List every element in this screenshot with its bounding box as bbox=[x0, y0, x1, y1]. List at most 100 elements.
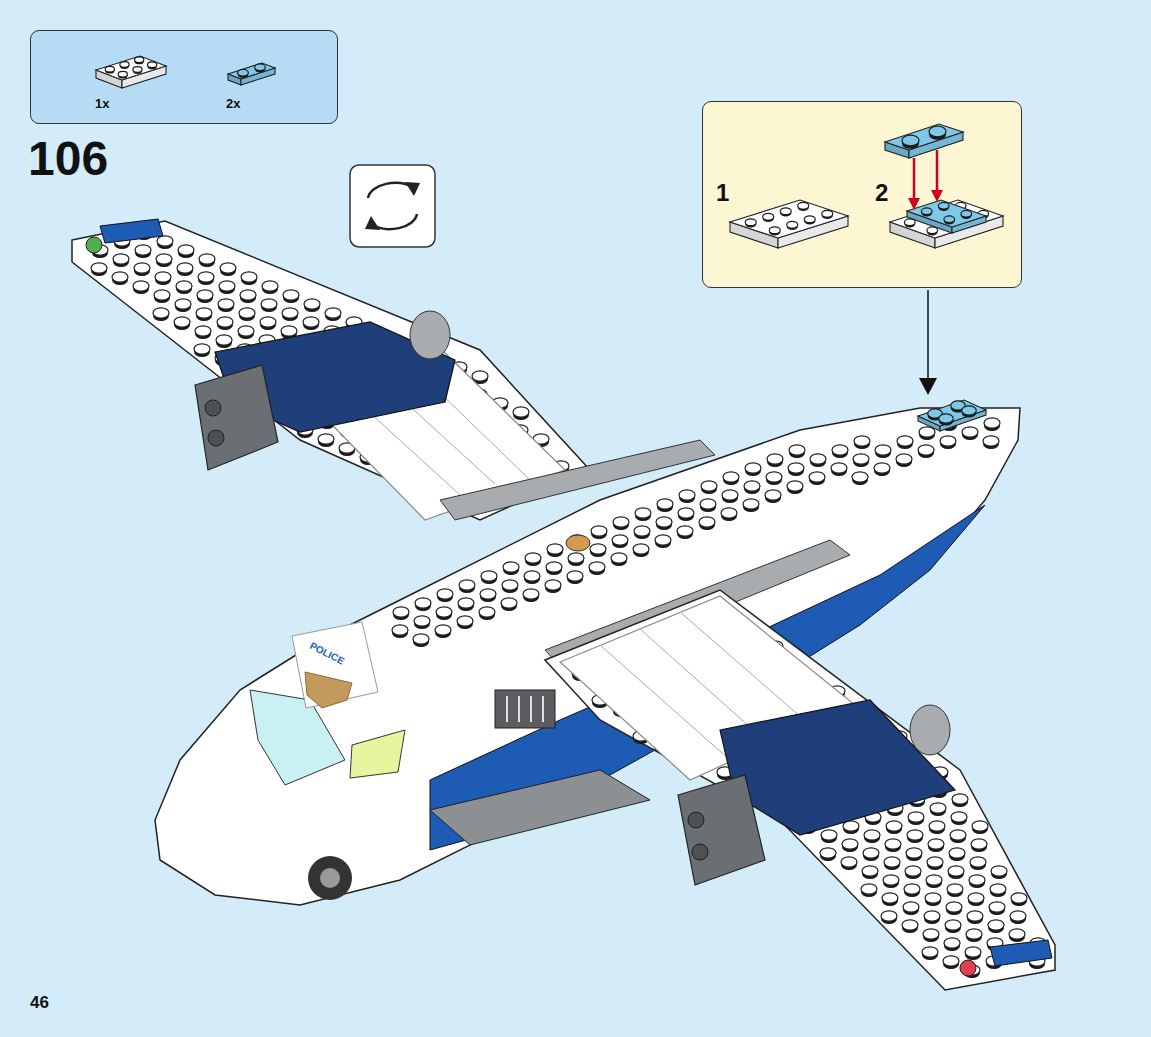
stud bbox=[154, 290, 170, 303]
stud-top bbox=[852, 472, 868, 482]
engine-stud bbox=[692, 844, 708, 860]
stud-top bbox=[1011, 893, 1027, 903]
stud-top bbox=[988, 920, 1004, 930]
stud bbox=[105, 66, 114, 73]
stud-top bbox=[763, 213, 774, 220]
stud-top bbox=[195, 326, 211, 336]
stud-top bbox=[155, 272, 171, 282]
stud bbox=[413, 634, 429, 647]
step-number: 106 bbox=[28, 133, 108, 186]
stud bbox=[481, 571, 497, 584]
stud bbox=[908, 812, 924, 825]
stud-top bbox=[472, 371, 488, 381]
stud bbox=[961, 210, 972, 218]
stud bbox=[678, 508, 694, 521]
stud-top bbox=[923, 929, 939, 939]
stud-top bbox=[303, 317, 319, 327]
stud-top bbox=[745, 219, 756, 226]
stud bbox=[220, 263, 236, 276]
stud-top bbox=[744, 481, 760, 491]
stud bbox=[743, 499, 759, 512]
stud bbox=[199, 254, 215, 267]
wing-tip-brick bbox=[100, 219, 163, 243]
stud bbox=[393, 607, 409, 620]
stud bbox=[832, 445, 848, 458]
stud bbox=[780, 208, 791, 217]
stud bbox=[260, 317, 276, 330]
stud-top bbox=[175, 299, 191, 309]
stud-top bbox=[809, 472, 825, 482]
stud bbox=[972, 821, 988, 834]
stud-top bbox=[906, 848, 922, 858]
stud-top bbox=[904, 884, 920, 894]
stud bbox=[590, 544, 606, 557]
stud-top bbox=[502, 580, 518, 590]
stud bbox=[134, 263, 150, 276]
stud bbox=[919, 427, 935, 440]
stud-top bbox=[968, 893, 984, 903]
substep-number: 1 bbox=[716, 180, 729, 206]
stud-top bbox=[1009, 929, 1025, 939]
stud bbox=[903, 902, 919, 915]
stud bbox=[589, 562, 605, 575]
engine-stud bbox=[205, 400, 221, 416]
stud-top bbox=[862, 866, 878, 876]
stud-top bbox=[240, 290, 256, 300]
stud-top bbox=[261, 299, 277, 309]
stud-top bbox=[678, 508, 694, 518]
push-arrow-line bbox=[913, 158, 916, 200]
right-engine-cylinder bbox=[910, 705, 950, 755]
stud-top bbox=[679, 490, 695, 500]
stud-top bbox=[216, 335, 232, 345]
stud-top bbox=[1010, 911, 1026, 921]
stud bbox=[990, 884, 1006, 897]
wing-tip-brick bbox=[990, 940, 1052, 966]
stud bbox=[745, 219, 756, 228]
stud-top bbox=[304, 299, 320, 309]
stud-top bbox=[281, 326, 297, 336]
stud-top bbox=[938, 202, 949, 209]
stud-top bbox=[918, 445, 934, 455]
undercarriage bbox=[430, 770, 650, 845]
stud bbox=[969, 875, 985, 888]
stud-top bbox=[501, 598, 517, 608]
stud bbox=[947, 884, 963, 897]
stud-top bbox=[854, 436, 870, 446]
stud-top bbox=[545, 580, 561, 590]
stud-top bbox=[241, 272, 257, 282]
plate-top bbox=[890, 200, 1003, 238]
stud bbox=[927, 857, 943, 870]
stud-top bbox=[262, 281, 278, 291]
stud-top bbox=[176, 281, 192, 291]
stud-top bbox=[929, 821, 945, 831]
stud bbox=[304, 299, 320, 312]
stud-top bbox=[842, 839, 858, 849]
stud-top bbox=[989, 902, 1005, 912]
stud-top bbox=[983, 436, 999, 446]
stud-top bbox=[198, 272, 214, 282]
door-vent bbox=[495, 690, 555, 728]
stud-top bbox=[590, 544, 606, 554]
push-arrow-head bbox=[908, 198, 920, 210]
stud bbox=[905, 866, 921, 879]
stud bbox=[765, 490, 781, 503]
pointer-head bbox=[919, 378, 937, 395]
stud bbox=[479, 607, 495, 620]
stud-top bbox=[177, 263, 193, 273]
stud bbox=[952, 794, 968, 807]
stud-top bbox=[971, 839, 987, 849]
stud bbox=[175, 299, 191, 312]
stud bbox=[238, 69, 249, 77]
stud-top bbox=[944, 216, 955, 223]
stud-top bbox=[905, 866, 921, 876]
stud bbox=[940, 436, 956, 449]
stud bbox=[392, 625, 408, 638]
plate bbox=[730, 200, 848, 248]
stud bbox=[545, 580, 561, 593]
stud bbox=[135, 57, 144, 64]
stud bbox=[1011, 893, 1027, 906]
stud bbox=[766, 472, 782, 485]
plate bbox=[885, 124, 963, 158]
